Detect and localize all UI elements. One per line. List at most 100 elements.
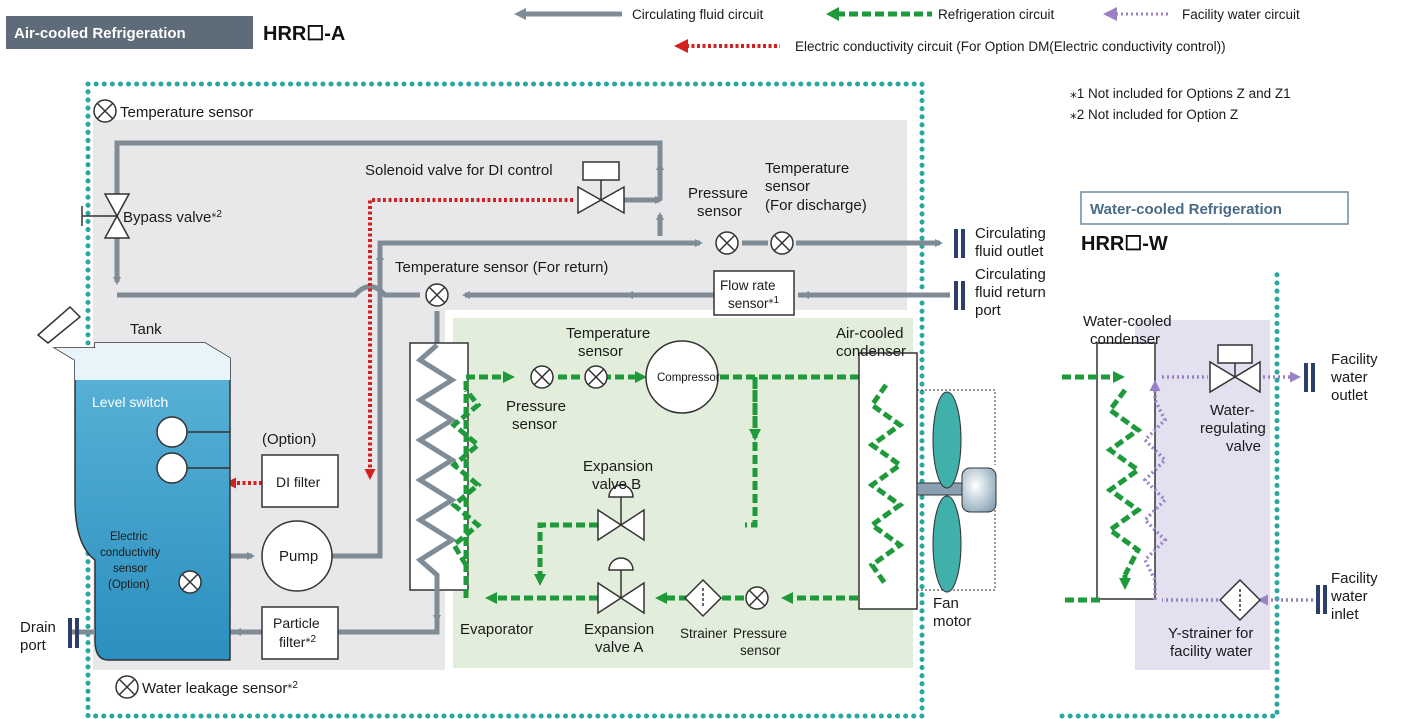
- particle-label-1: Particle: [273, 615, 320, 631]
- air-cond-label-1: Air-cooled: [836, 325, 904, 342]
- water-cooled-title: Water-cooled Refrigeration HRR☐-W: [1080, 191, 1349, 255]
- exp-b-label-1: Expansion: [583, 458, 653, 475]
- note-2: ⁎2 Not included for Option Z: [1070, 107, 1238, 122]
- ec-label-1: Electric: [110, 531, 148, 543]
- air-cooled-tag: Air-cooled Refrigeration: [14, 25, 186, 42]
- water-regulating-valve: [1209, 344, 1261, 394]
- fac-inlet-label-2: water: [1330, 588, 1368, 605]
- facility-water-circuit: [1142, 371, 1318, 606]
- circ-outlet-label-1: Circulating: [975, 225, 1046, 242]
- circulating-outlet-port: [954, 229, 965, 258]
- fac-outlet-label-3: outlet: [1331, 387, 1369, 404]
- evaporator-label: Evaporator: [460, 621, 533, 638]
- option-label: (Option): [262, 431, 316, 448]
- circulating-panel-top: [445, 120, 907, 310]
- air-cooled-condenser-body: [858, 352, 918, 610]
- water-cooled-condenser-body: [1096, 342, 1156, 600]
- ec-label-2: conductivity: [100, 547, 160, 559]
- compressor-label: Compressor: [657, 372, 720, 384]
- pump: [261, 520, 333, 592]
- evap-pressure-sensor-icon: [530, 365, 554, 389]
- temp-sensor-discharge-icon: [770, 231, 794, 255]
- water-leakage-sensor-icon: [115, 675, 139, 699]
- expansion-valve-b: [597, 484, 645, 542]
- water-reg-label-1: Water-: [1210, 402, 1254, 419]
- water-cond-label-2: condenser: [1090, 331, 1160, 348]
- flow-rate-sensor: [713, 270, 795, 316]
- air-cond-label-2: condenser: [836, 343, 906, 360]
- strainer-label: Strainer: [680, 626, 728, 641]
- ec-label-3: sensor: [113, 563, 148, 575]
- fan-motor: [961, 467, 997, 513]
- condenser-coil: [867, 383, 905, 587]
- evap-temp-label-1: Temperature: [566, 325, 650, 342]
- particle-label-2: filter⁎2: [279, 634, 316, 650]
- flow-rate-label-2: sensor⁎1: [728, 295, 780, 311]
- bottom-pressure-sensor-icon: [745, 586, 769, 610]
- level-switch-label: Level switch: [92, 394, 168, 410]
- legend-refrigeration: Refrigeration circuit: [938, 7, 1055, 22]
- pressure-top-label-2: sensor: [697, 203, 742, 220]
- temp-sensor-top-label: Temperature sensor: [120, 104, 253, 121]
- exp-a-label-2: valve A: [595, 639, 643, 656]
- fan-label-2: motor: [933, 613, 971, 630]
- level-switch-lower: [156, 452, 188, 484]
- water-cond-label-1: Water-cooled: [1083, 313, 1172, 330]
- evap-temp-sensor-icon: [584, 365, 608, 389]
- evap-press-label-2: sensor: [512, 416, 557, 433]
- press-bottom-label-1: Pressure: [733, 626, 787, 641]
- drain-port: [68, 618, 95, 648]
- fan-label-1: Fan: [933, 595, 959, 612]
- air-cooled-model: HRR☐-A: [263, 23, 345, 45]
- pressure-top-label-1: Pressure: [688, 185, 748, 202]
- bypass-label: Bypass valve⁎2: [123, 209, 222, 226]
- y-strainer: [1218, 578, 1262, 622]
- circulating-return-port: [954, 281, 965, 310]
- level-switch-upper: [156, 416, 188, 448]
- flow-rate-label-1: Flow rate: [720, 278, 776, 293]
- air-cooled-title: Air-cooled Refrigeration HRR☐-A: [6, 16, 345, 49]
- fan: [916, 389, 997, 593]
- circulating-circuit: [113, 140, 950, 636]
- drain-label-1: Drain: [20, 619, 56, 636]
- di-filter-label: DI filter: [276, 474, 321, 490]
- facility-outlet-port: [1304, 363, 1315, 392]
- legend-conductivity: Electric conductivity circuit (For Optio…: [795, 39, 1226, 54]
- di-filter: [261, 454, 339, 508]
- water-leak-label: Water leakage sensor⁎2: [142, 680, 298, 697]
- temperature-sensor-top-icon: [93, 99, 117, 123]
- strainer: [683, 578, 723, 618]
- legend-circulating: Circulating fluid circuit: [632, 7, 764, 22]
- circ-return-label-1: Circulating: [975, 266, 1046, 283]
- solenoid-label: Solenoid valve for DI control: [365, 162, 553, 179]
- evap-temp-label-2: sensor: [578, 343, 623, 360]
- fac-inlet-label-1: Facility: [1331, 570, 1378, 587]
- water-cooled-model: HRR☐-W: [1081, 233, 1168, 255]
- drain-label-2: port: [20, 637, 47, 654]
- legend-facility: Facility water circuit: [1182, 7, 1300, 22]
- ec-label-4: (Option): [108, 579, 150, 591]
- circ-return-label-2: fluid return: [975, 284, 1046, 301]
- fac-outlet-label-1: Facility: [1331, 351, 1378, 368]
- tank: [36, 305, 231, 661]
- water-cooled-enclosure: [1059, 267, 1280, 719]
- ystrainer-label-1: Y-strainer for: [1168, 625, 1253, 642]
- temp-discharge-label-2: sensor: [765, 178, 810, 195]
- temp-discharge-label-1: Temperature: [765, 160, 849, 177]
- facility-inlet-port: [1316, 585, 1327, 614]
- pump-label: Pump: [279, 548, 318, 565]
- solenoid-valve: [577, 161, 625, 215]
- evap-press-label-1: Pressure: [506, 398, 566, 415]
- ec-sensor-icon: [178, 570, 202, 594]
- expansion-valve-a: [597, 557, 645, 615]
- compressor: [645, 340, 719, 414]
- water-cooled-tag: Water-cooled Refrigeration: [1090, 201, 1282, 218]
- press-bottom-label-2: sensor: [740, 643, 781, 658]
- evaporator-refrigerant-coil: [450, 388, 482, 567]
- tank-label: Tank: [130, 321, 162, 338]
- exp-a-label-1: Expansion: [584, 621, 654, 638]
- water-reg-label-3: valve: [1226, 438, 1261, 455]
- legend: Circulating fluid circuit Refrigeration …: [514, 7, 1300, 54]
- temp-return-label: Temperature sensor (For return): [395, 259, 608, 276]
- return-temp-sensor-icon: [425, 283, 449, 307]
